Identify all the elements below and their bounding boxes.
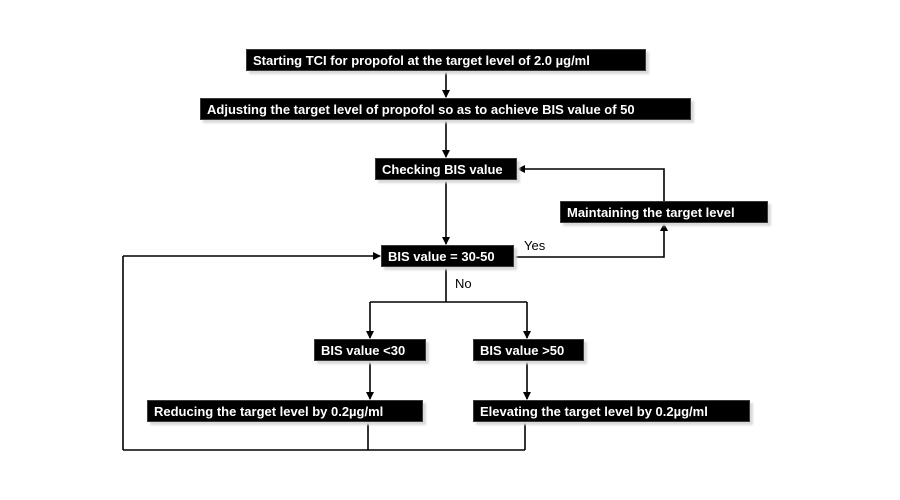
- yes-label: Yes: [524, 238, 546, 253]
- check-bis-box: Checking BIS value: [375, 158, 517, 180]
- elevate-target-box: Elevating the target level by 0.2µg/ml: [473, 400, 750, 422]
- arrow-yes-to-maintain: [514, 223, 668, 258]
- maintain-target-box: Maintaining the target level: [560, 201, 768, 223]
- reduce-target-box: Reducing the target level by 0.2µg/ml: [147, 400, 423, 422]
- bis-decision-box: BIS value = 30-50: [381, 245, 514, 267]
- adjust-target-box: Adjusting the target level of propofol s…: [200, 98, 691, 120]
- arrow-maintain-to-check: [517, 165, 665, 201]
- start-tci-box: Starting TCI for propofol at the target …: [246, 49, 646, 71]
- no-label: No: [455, 276, 472, 291]
- bis-below-30-box: BIS value <30: [314, 339, 426, 361]
- bis-above-50-box: BIS value >50: [473, 339, 584, 361]
